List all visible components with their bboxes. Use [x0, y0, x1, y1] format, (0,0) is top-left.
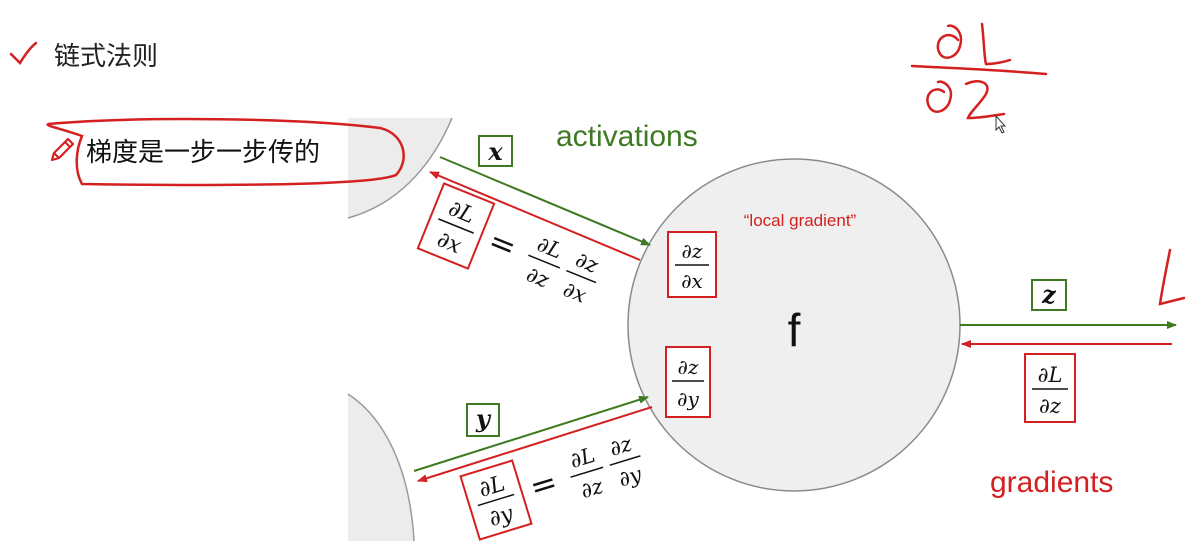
upstream-node-bottom-edge — [347, 393, 415, 542]
gradient-arrow-y — [417, 406, 653, 483]
local-gradient-label: “local gradient” — [744, 211, 857, 230]
slide-heading: 链式法则 — [8, 36, 158, 72]
chain-rule-equation-x: ∂L ∂x = ∂L ∂z ∂z ∂x — [416, 182, 602, 308]
upstream-node-top-edge — [347, 117, 453, 219]
output-z-box — [1031, 279, 1067, 311]
svg-text:=: = — [525, 462, 562, 506]
bullet-text: 梯度是一步一步传的 — [86, 137, 321, 168]
svg-text:∂z: ∂z — [523, 262, 553, 293]
gradient-arrow-x — [429, 171, 641, 261]
gradients-label: gradients — [990, 466, 1113, 499]
chain-rule-equation-y: ∂L ∂y = ∂L ∂z ∂z ∂y — [459, 431, 646, 541]
svg-text:∂x: ∂x — [560, 277, 590, 308]
downstream-gradient-dL-dx: ∂L ∂x — [416, 182, 496, 270]
bullet-item: 梯度是一步一步传的 — [46, 126, 320, 174]
handwritten-dL-dz — [910, 22, 1186, 306]
svg-text:∂z: ∂z — [572, 247, 602, 278]
svg-text:∂z: ∂z — [607, 431, 636, 461]
svg-text:∂y: ∂y — [616, 462, 646, 492]
svg-text:∂y: ∂y — [677, 387, 699, 411]
input-x-label: x — [487, 137, 503, 166]
node-label: f — [788, 304, 801, 356]
input-y-label: y — [475, 404, 492, 433]
svg-text:∂z: ∂z — [682, 239, 703, 263]
local-gradient-dz-dx: ∂z ∂x — [667, 231, 717, 298]
activation-arrow-x — [439, 156, 651, 246]
activations-label: activations — [556, 120, 698, 153]
handwritten-oval — [46, 117, 405, 187]
heading-text: 链式法则 — [54, 41, 159, 72]
output-z-label: z — [1041, 280, 1057, 309]
svg-text:∂x: ∂x — [681, 269, 703, 293]
svg-text:∂z: ∂z — [578, 474, 607, 504]
svg-text:∂L: ∂L — [567, 443, 598, 473]
downstream-gradient-dL-dy: ∂L ∂y — [459, 459, 533, 541]
svg-text:=: = — [483, 221, 522, 266]
mouse-cursor-icon — [995, 114, 1007, 134]
upstream-gradient-dL-dz: ∂L ∂z — [1024, 353, 1076, 423]
local-gradient-dz-dy: ∂z ∂y — [665, 346, 711, 418]
pencil-icon — [50, 137, 75, 162]
upstream-node-bottom — [348, 394, 414, 541]
svg-text:∂L: ∂L — [1038, 363, 1063, 387]
activation-arrow-y — [413, 395, 649, 472]
svg-text:∂z: ∂z — [1039, 394, 1062, 418]
svg-text:∂z: ∂z — [678, 355, 699, 379]
check-icon — [9, 41, 38, 66]
input-y-box — [466, 403, 500, 437]
input-x-box — [478, 135, 513, 167]
